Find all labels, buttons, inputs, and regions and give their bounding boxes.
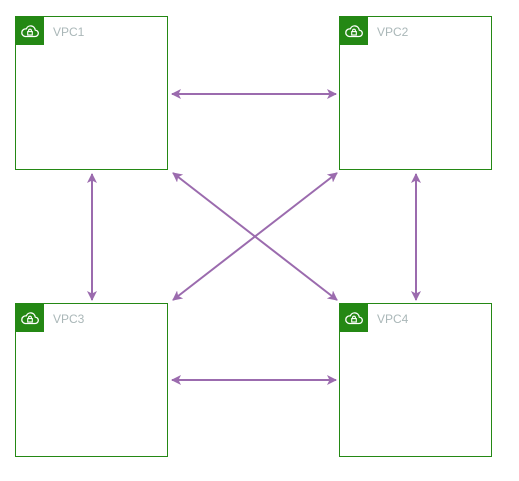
vpc-group-vpc4[interactable]: VPC4 [339, 303, 492, 457]
vpc-group-vpc2[interactable]: VPC2 [339, 16, 492, 170]
vpc-cloud-lock-icon [15, 16, 44, 45]
vpc-label: VPC1 [53, 25, 85, 39]
connection-vpc2-vpc3 [172, 172, 338, 301]
vpc-label: VPC4 [377, 312, 409, 326]
vpc-group-vpc1[interactable]: VPC1 [15, 16, 168, 170]
vpc-cloud-lock-icon [15, 303, 44, 332]
vpc-cloud-lock-icon [339, 16, 368, 45]
vpc-label: VPC2 [377, 25, 409, 39]
vpc-cloud-lock-icon [339, 303, 368, 332]
connection-vpc1-vpc4 [172, 172, 338, 301]
vpc-group-vpc3[interactable]: VPC3 [15, 303, 168, 457]
vpc-label: VPC3 [53, 312, 85, 326]
